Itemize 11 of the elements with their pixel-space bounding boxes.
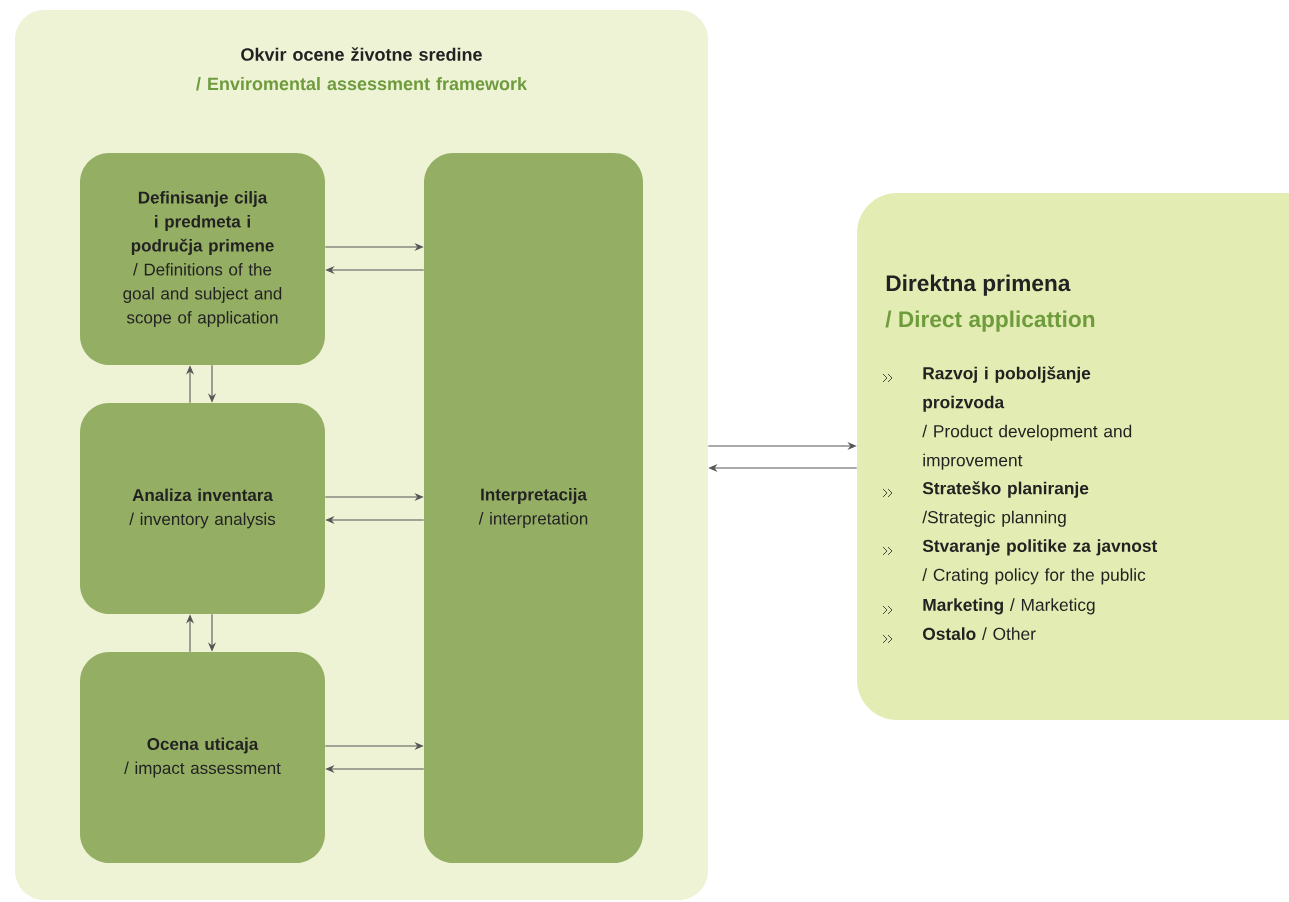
list-item: Razvoj i poboljšanje proizvoda / Product development and improvement [922,366,1132,470]
list-item: Ostalo / Other [923,627,1036,640]
process-box: Interpretacija / interpretation [424,153,643,863]
panel-subtitle: / Direct applicattion [885,310,1095,332]
list-item: Stvaranje politike za javnost / Crating policy for the public [922,539,1158,585]
process-box: Ocena uticaja / impact assessment [80,652,325,863]
process-box: Definisanje cilja i predmeta i područja primene / Definitions of the goal and subject and scope of application [80,153,325,365]
list-item: Strateško planiranje /Strategic planning [922,481,1089,527]
process-box: Analiza inventara / inventory analysis [80,403,325,614]
panel-title: Direktna primena [886,274,1071,296]
list-item: Marketing / Marketicg [923,598,1095,615]
